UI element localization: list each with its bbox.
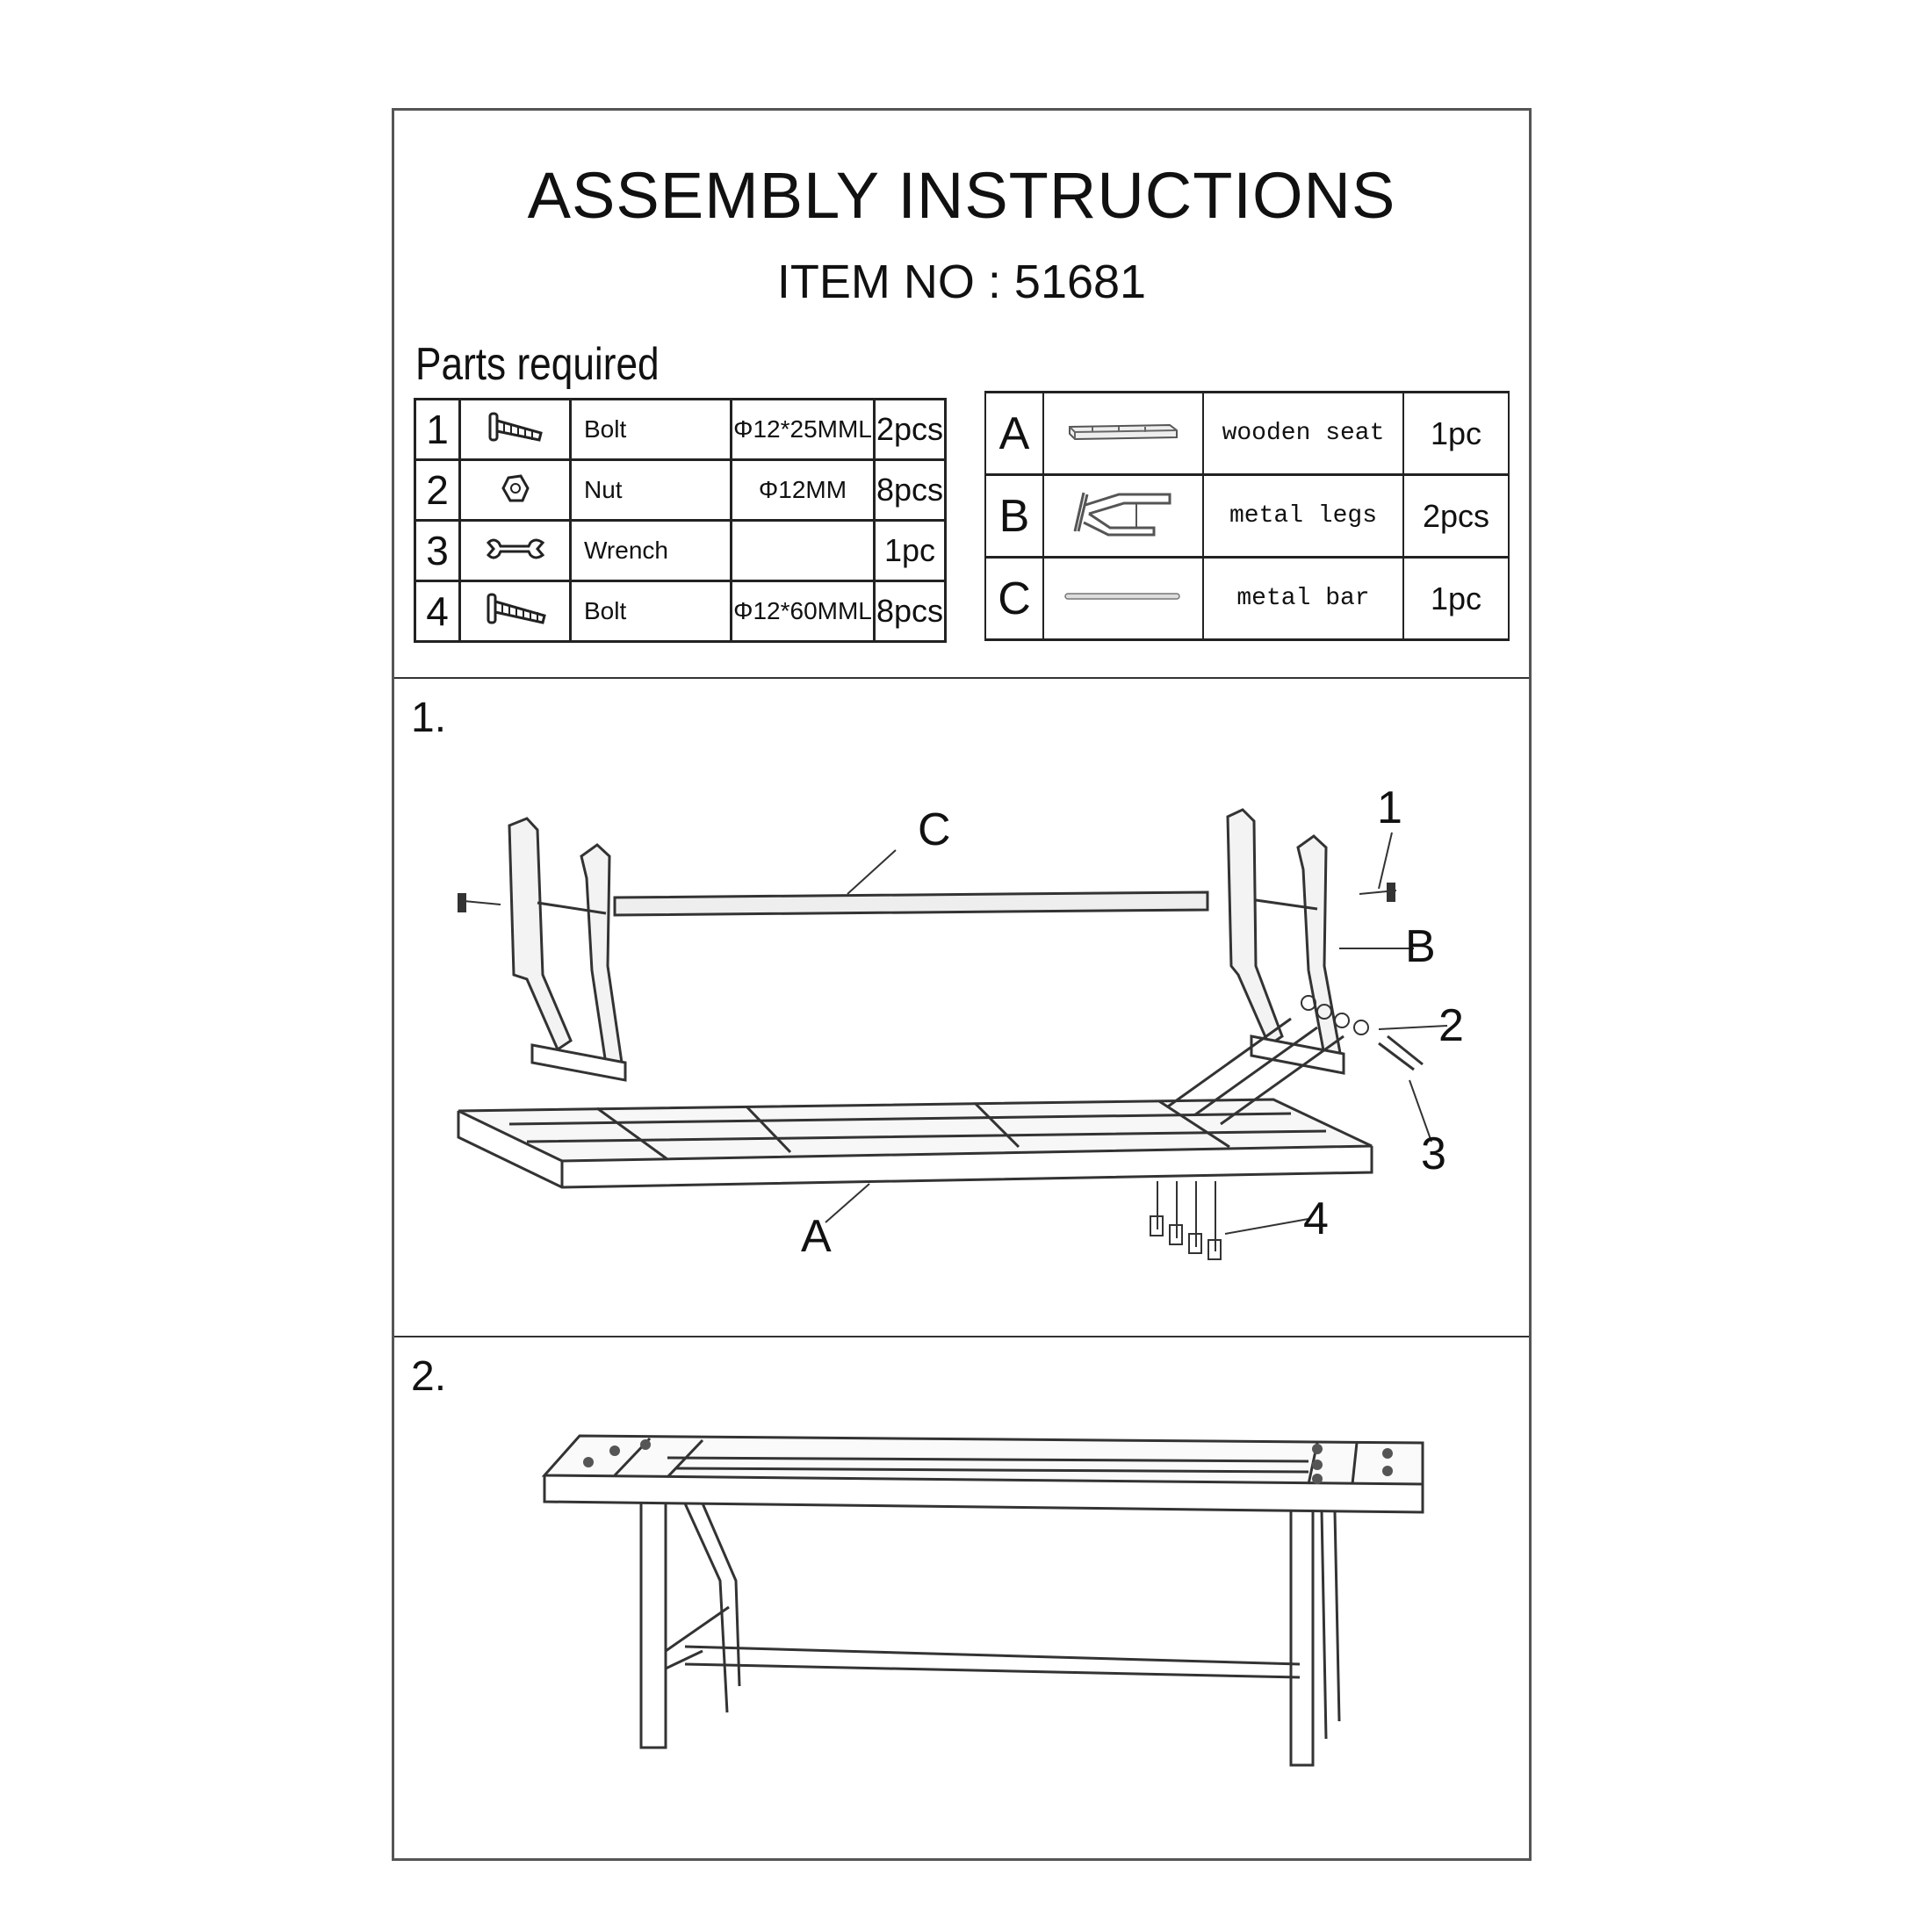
table-row: C metal bar 1pc [984,556,1510,641]
metal-legs-icon [1042,473,1204,559]
part-name: Wrench [569,519,732,582]
page-frame [392,108,1532,1861]
wooden-seat-drawing [457,1098,1373,1189]
nut-icon [458,458,572,522]
part-name: Bolt [569,398,732,461]
part-qty: 8pcs [873,458,947,522]
wrench-drawing [1378,1034,1424,1071]
part-qty: 1pc [1402,556,1510,641]
part-qty: 1pc [873,519,947,582]
bolt-drawing [458,883,1397,1260]
part-number: 4 [414,580,461,643]
parts-heading: Parts required [415,339,660,390]
metal-bar-icon [1042,556,1204,641]
wooden-seat-icon [1042,391,1204,476]
part-letter: A [984,391,1044,476]
part-name: Bolt [569,580,732,643]
bolt-icon [458,398,572,461]
left-leg-drawing [508,817,627,1082]
table-row: 2 Nut Φ12MM 8pcs [414,458,947,522]
part-spec: Φ12*25MML [730,398,876,461]
part-qty: 2pcs [1402,473,1510,559]
part-spec [730,519,876,582]
item-number: ITEM NO : 51681 [776,256,1147,308]
metal-bar-drawing [613,890,1209,917]
part-name: metal bar [1202,556,1404,641]
table-row: A wooden seat 1pc [984,391,1510,476]
table-row: B metal legs 2pcs [984,473,1510,559]
table-row: 4 Bolt Φ12*60MML 8pcs [414,580,947,643]
step-number: 1. [411,695,447,741]
callout-4: 4 [1303,1193,1329,1244]
part-spec: Φ12*60MML [730,580,876,643]
part-qty: 2pcs [873,398,947,461]
wrench-icon [458,519,572,582]
callout-b: B [1405,921,1436,972]
hardware-table: 1 Bolt Φ12*25MML 2pcs 2 Nut Φ12MM 8pcs 3… [414,398,947,643]
callout-2: 2 [1438,1000,1464,1051]
callout-1: 1 [1377,782,1402,833]
table-row: 1 Bolt Φ12*25MML 2pcs [414,398,947,461]
callout-a: A [801,1211,832,1262]
table-row: 3 Wrench 1pc [414,519,947,582]
section-divider [394,1336,1529,1337]
callout-3: 3 [1421,1128,1446,1179]
step-number: 2. [411,1353,447,1400]
part-letter: B [984,473,1044,559]
part-name: metal legs [1202,473,1404,559]
part-qty: 1pc [1402,391,1510,476]
part-letter: C [984,556,1044,641]
callout-c: C [918,804,951,855]
section-divider [394,677,1529,679]
nut-drawing [1301,995,1369,1035]
part-number: 2 [414,458,461,522]
part-name: wooden seat [1202,391,1404,476]
components-table: A wooden seat 1pc B metal legs 2pcs C me… [984,391,1510,641]
right-leg-drawing [1167,808,1345,1126]
page-title: ASSEMBLY INSTRUCTIONS [527,159,1396,232]
part-number: 1 [414,398,461,461]
part-name: Nut [569,458,732,522]
part-qty: 8pcs [873,580,947,643]
part-number: 3 [414,519,461,582]
bolt-icon [458,580,572,643]
part-spec: Φ12MM [730,458,876,522]
